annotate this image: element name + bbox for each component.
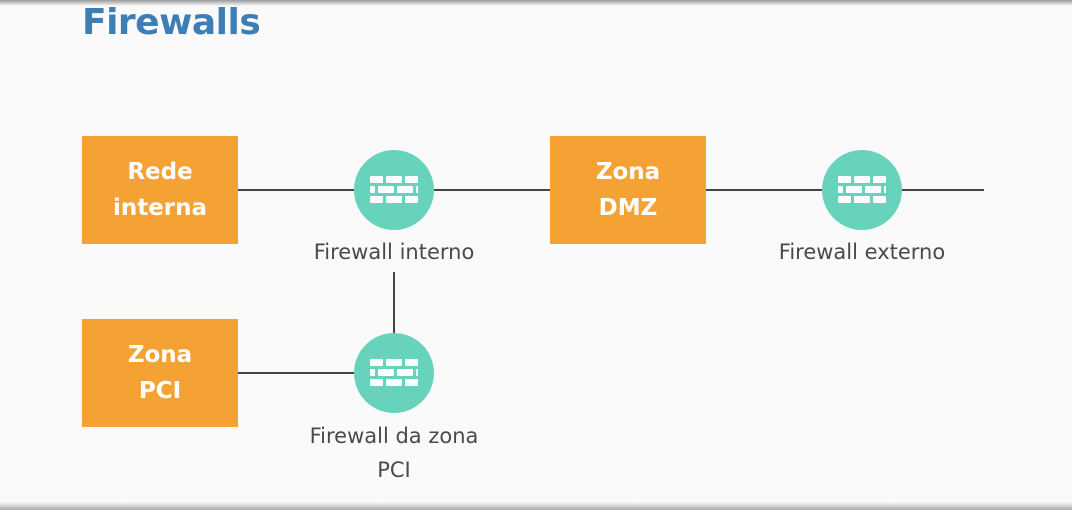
firewall-label-line: Firewall interno — [313, 240, 475, 264]
firewall-externo-label: Firewall externo — [742, 235, 982, 269]
page-title: Firewalls — [82, 2, 261, 43]
firewall-interno-label: Firewall interno — [274, 235, 514, 269]
zone-label-line: Zona — [595, 159, 661, 185]
firewall-zona-pci-label: Firewall da zona PCI — [274, 419, 514, 487]
firewall-label-line: PCI — [377, 458, 411, 482]
zone-label-line: DMZ — [598, 195, 658, 221]
top-shadow — [0, 0, 1072, 6]
zone-dmz: Zona DMZ — [550, 136, 706, 244]
zone-label-line: interna — [112, 195, 208, 221]
firewall-label-line: Firewall da zona — [309, 424, 479, 448]
zone-pci: Zona PCI — [82, 319, 238, 427]
firewall-externo-node — [822, 150, 902, 230]
bottom-shadow — [0, 502, 1072, 510]
zone-label-line: PCI — [138, 378, 182, 404]
firewall-zona-pci-node — [354, 333, 434, 413]
firewall-label-line: Firewall externo — [778, 240, 946, 264]
firewall-interno-node — [354, 150, 434, 230]
zone-label-line: Zona — [127, 342, 193, 368]
zone-rede-interna: Rede interna — [82, 136, 238, 244]
zone-label-line: Rede — [127, 159, 193, 185]
